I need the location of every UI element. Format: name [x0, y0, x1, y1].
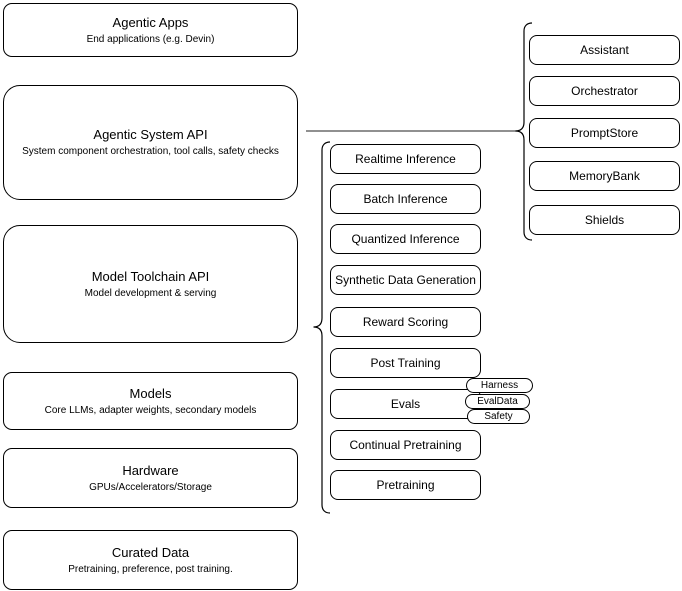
box-reward-scoring-label: Reward Scoring	[362, 315, 449, 329]
box-pretraining-label: Pretraining	[376, 478, 435, 492]
box-model-toolchain-api-title: Model Toolchain API	[91, 268, 210, 284]
box-curated-data-subtitle: Pretraining, preference, post training.	[68, 563, 233, 575]
box-evals: Evals	[330, 389, 481, 419]
box-batch-inference-label: Batch Inference	[363, 192, 448, 206]
system-brace	[515, 22, 533, 241]
box-models: Models Core LLMs, adapter weights, secon…	[3, 372, 298, 430]
box-realtime-inference-label: Realtime Inference	[355, 152, 456, 166]
box-post-training-label: Post Training	[370, 356, 441, 370]
box-agentic-system-api: Agentic System API System component orch…	[3, 85, 298, 200]
pill-harness-label: Harness	[480, 379, 519, 391]
box-evals-label: Evals	[390, 397, 421, 411]
box-memorybank-label: MemoryBank	[569, 169, 640, 183]
box-models-title: Models	[129, 385, 172, 401]
box-agentic-system-api-subtitle: System component orchestration, tool cal…	[22, 146, 279, 157]
box-model-toolchain-api-subtitle: Model development & serving	[84, 287, 217, 299]
box-agentic-apps-subtitle: End applications (e.g. Devin)	[86, 33, 215, 45]
box-orchestrator-label: Orchestrator	[571, 84, 638, 98]
pill-evaldata: EvalData	[465, 394, 530, 409]
pill-safety-label: Safety	[484, 410, 513, 422]
box-memorybank: MemoryBank	[529, 161, 680, 191]
box-reward-scoring: Reward Scoring	[330, 307, 481, 337]
box-agentic-system-api-title: Agentic System API	[93, 127, 208, 142]
box-continual-pretraining: Continual Pretraining	[330, 430, 481, 460]
box-promptstore-label: PromptStore	[570, 126, 639, 140]
box-agentic-apps: Agentic Apps End applications (e.g. Devi…	[3, 3, 298, 57]
box-model-toolchain-api: Model Toolchain API Model development & …	[3, 225, 298, 343]
box-curated-data: Curated Data Pretraining, preference, po…	[3, 530, 298, 590]
pill-harness: Harness	[466, 378, 533, 393]
box-hardware: Hardware GPUs/Accelerators/Storage	[3, 448, 298, 508]
box-quantized-inference-label: Quantized Inference	[351, 232, 460, 246]
pill-evaldata-label: EvalData	[477, 395, 518, 407]
box-agentic-apps-title: Agentic Apps	[112, 14, 189, 30]
box-orchestrator: Orchestrator	[529, 76, 680, 106]
box-quantized-inference: Quantized Inference	[330, 224, 481, 254]
box-assistant: Assistant	[529, 35, 680, 65]
box-hardware-subtitle: GPUs/Accelerators/Storage	[89, 481, 212, 493]
box-promptstore: PromptStore	[529, 118, 680, 148]
box-hardware-title: Hardware	[122, 462, 179, 478]
box-realtime-inference: Realtime Inference	[330, 144, 481, 174]
box-pretraining: Pretraining	[330, 470, 481, 500]
box-assistant-label: Assistant	[580, 43, 629, 57]
box-post-training: Post Training	[330, 348, 481, 378]
box-curated-data-title: Curated Data	[111, 544, 190, 560]
box-continual-pretraining-label: Continual Pretraining	[349, 438, 462, 452]
toolchain-brace	[313, 141, 331, 514]
box-synthetic-data-generation-label: Synthetic Data Generation	[335, 273, 476, 287]
box-shields: Shields	[529, 205, 680, 235]
box-synthetic-data-generation: Synthetic Data Generation	[330, 265, 481, 295]
pill-safety: Safety	[467, 409, 530, 424]
box-models-subtitle: Core LLMs, adapter weights, secondary mo…	[44, 404, 257, 416]
box-shields-label: Shields	[584, 213, 625, 227]
box-batch-inference: Batch Inference	[330, 184, 481, 214]
